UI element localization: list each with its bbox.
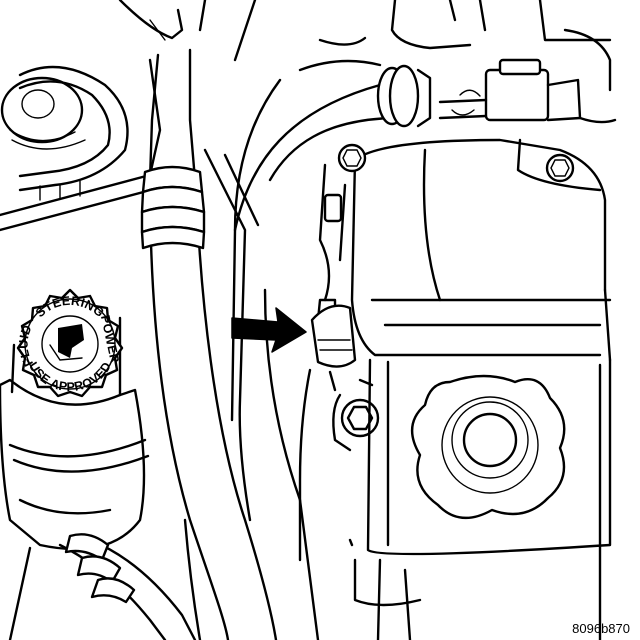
- figure-id-label: 8096b870: [572, 621, 630, 636]
- cap-grip-tab: [58, 324, 84, 358]
- sensor-bracket: [298, 163, 357, 562]
- power-steering-hose: [140, 48, 278, 640]
- mounting-bolt: [332, 393, 380, 452]
- upper-reservoir-cap: [0, 65, 129, 201]
- upper-coolant-hose: [233, 36, 432, 232]
- engine-housing: [337, 138, 612, 362]
- wiring-connector: [390, 0, 617, 124]
- power-steering-reservoir: [0, 316, 202, 640]
- steering-fluid-cap: STEERING USE APPROVED FLUID POWER: [17, 288, 124, 398]
- indicator-arrow: [231, 307, 307, 353]
- lower-housing: [348, 358, 612, 640]
- frame-members: [198, 0, 320, 640]
